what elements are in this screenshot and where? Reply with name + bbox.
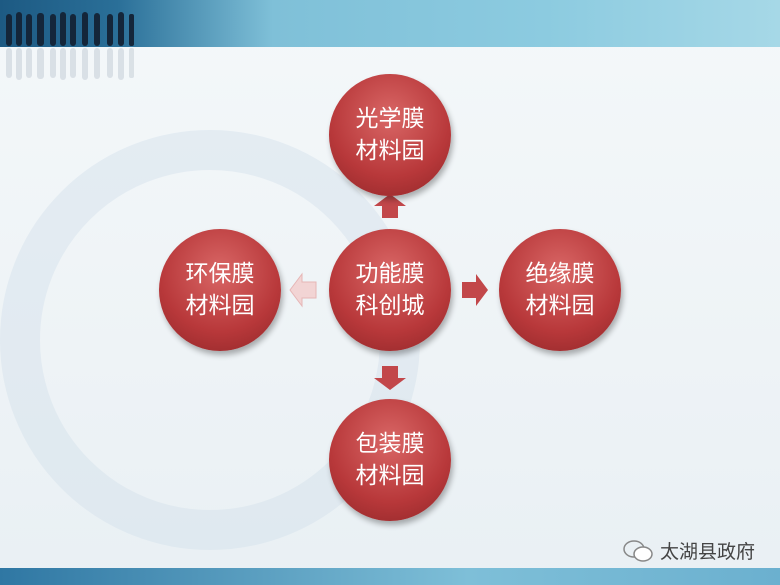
source-label: 太湖县政府 — [660, 541, 756, 563]
right-node: 绝缘膜材料园 — [499, 229, 621, 351]
top-node: 光学膜材料园 — [329, 74, 451, 196]
left-node: 环保膜材料园 — [159, 229, 281, 351]
node-label: 光学膜 — [355, 106, 425, 132]
arrow-down-icon — [374, 366, 406, 390]
node-label: 功能膜 — [355, 261, 425, 287]
arrow-right-icon — [462, 274, 488, 306]
arrow-left-icon — [289, 272, 317, 308]
node-label: 材料园 — [355, 138, 425, 164]
node-label: 材料园 — [525, 293, 595, 319]
center-node: 功能膜科创城 — [329, 229, 451, 351]
node-label: 绝缘膜 — [525, 261, 595, 287]
node-label: 材料园 — [355, 463, 425, 489]
arrow-up-icon — [374, 194, 406, 218]
watermark: 太湖县政府 — [622, 537, 755, 564]
node-label: 包装膜 — [355, 431, 425, 457]
bottom-node: 包装膜材料园 — [329, 399, 451, 521]
wechat-icon — [623, 539, 653, 562]
node-label: 科创城 — [355, 293, 425, 319]
footer-bar — [0, 568, 780, 585]
node-label: 材料园 — [185, 293, 255, 319]
people-silhouettes-icon — [6, 12, 134, 80]
node-label: 环保膜 — [185, 261, 255, 287]
